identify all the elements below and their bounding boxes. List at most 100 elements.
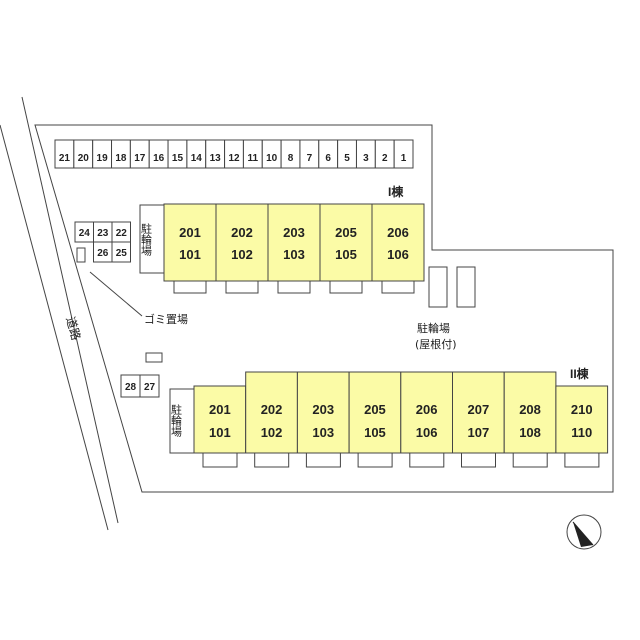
unit-entrance (173, 280, 207, 294)
roofed-bike-rack-a (428, 266, 448, 308)
unit-block (193, 385, 247, 454)
road-edge-left (0, 124, 109, 531)
parking-space-number: 6 (325, 153, 331, 164)
unit-number-upper: 205 (335, 225, 357, 240)
unit-number-upper: 207 (467, 402, 489, 417)
unit-number-lower: 108 (519, 425, 541, 440)
parking-space-number: 5 (344, 153, 350, 164)
parking-space-number: 16 (153, 153, 165, 164)
unit-number-lower: 101 (209, 425, 231, 440)
parking-space-number: 7 (307, 153, 313, 164)
parking-space-number: 2 (382, 153, 388, 164)
parking-space (111, 241, 131, 263)
parking-space-number: 14 (191, 153, 203, 164)
unit-number-upper: 206 (416, 402, 438, 417)
unit-number-upper: 203 (312, 402, 334, 417)
building-1-label: I棟 (388, 184, 404, 199)
parking-space-number: 13 (210, 153, 222, 164)
unit-number-lower: 103 (312, 425, 334, 440)
parking-space-number: 23 (97, 228, 109, 239)
bike-parking-1-label: 駐輪場 (140, 222, 153, 257)
unit-block (163, 203, 217, 282)
unit-number-lower: 106 (387, 247, 409, 262)
garbage-leader-line (89, 271, 143, 317)
unit-number-upper: 203 (283, 225, 305, 240)
site-boundary (34, 124, 614, 493)
unit-entrance (409, 452, 445, 468)
road-label: 道路 (63, 315, 84, 342)
unit-block (503, 371, 557, 454)
unit-entrance (461, 452, 496, 468)
unit-entrance (277, 280, 311, 294)
unit-number-lower: 101 (179, 247, 201, 262)
unit-entrance (381, 280, 415, 294)
bike-parking-2-label: 駐輪場 (170, 403, 183, 438)
parking-space-number: 17 (134, 153, 146, 164)
parking-space-number: 28 (125, 382, 137, 393)
unit-entrance (225, 280, 259, 294)
unit-entrance (512, 452, 548, 468)
unit-block (245, 371, 298, 454)
parking-space-number: 26 (97, 248, 109, 259)
parking-space-number: 12 (228, 153, 240, 164)
parking-space-number: 22 (116, 228, 128, 239)
unit-block (267, 203, 321, 282)
parking-space-number: 15 (172, 153, 184, 164)
parking-space-number: 20 (78, 153, 90, 164)
parking-space-number: 19 (97, 153, 109, 164)
unit-block (555, 385, 609, 454)
roofed-bike-rack-b (456, 266, 476, 308)
road-edge-right (21, 96, 119, 524)
unit-number-upper: 202 (231, 225, 253, 240)
unit-entrance (254, 452, 290, 468)
bike-parking-1 (139, 204, 165, 274)
parking-space-number: 10 (266, 153, 278, 164)
parking-space-number: 3 (363, 153, 369, 164)
parking-space (393, 139, 414, 169)
unit-block (296, 371, 350, 454)
building-2: 201 101 202 102 203 103 205 105 206 106 207 107 208 1… (193, 371, 609, 468)
unit-number-lower: 102 (231, 247, 253, 262)
roofed-bike-label-2: (屋根付) (415, 337, 457, 351)
unit-entrance (329, 280, 363, 294)
unit-block (319, 203, 373, 282)
unit-number-lower: 105 (364, 425, 386, 440)
unit-number-lower: 110 (571, 425, 592, 440)
parking-space-number: 11 (248, 153, 259, 164)
parking-space-number: 27 (144, 382, 156, 393)
unit-entrance (357, 452, 393, 468)
unit-entrance (564, 452, 600, 468)
roofed-bike-label-1: 駐輪場 (417, 321, 450, 335)
parking-space (139, 374, 160, 398)
parking-space-number: 21 (59, 153, 71, 164)
unit-entrance (202, 452, 238, 468)
unit-number-upper: 202 (261, 402, 283, 417)
unit-number-lower: 107 (467, 425, 489, 440)
unit-block (400, 371, 453, 454)
unit-number-lower: 105 (335, 247, 357, 262)
unit-block (215, 203, 269, 282)
unit-number-lower: 103 (283, 247, 305, 262)
building-2-label: II棟 (570, 366, 590, 381)
unit-number-upper: 208 (519, 402, 541, 417)
unit-number-lower: 106 (416, 425, 438, 440)
small-structure (76, 247, 86, 263)
unit-block (371, 203, 425, 282)
garbage-station (145, 352, 163, 363)
unit-number-upper: 210 (571, 402, 593, 417)
parking-space-number: 1 (401, 153, 407, 164)
north-arrow-icon (566, 514, 602, 550)
unit-number-lower: 102 (261, 425, 283, 440)
unit-number-upper: 206 (387, 225, 409, 240)
parking-space-number: 25 (116, 248, 128, 259)
unit-number-upper: 205 (364, 402, 386, 417)
garbage-label: ゴミ置場 (144, 312, 188, 326)
unit-entrance (305, 452, 341, 468)
unit-number-upper: 201 (209, 402, 231, 417)
parking-space-number: 18 (115, 153, 127, 164)
parking-space-number: 8 (288, 153, 294, 164)
